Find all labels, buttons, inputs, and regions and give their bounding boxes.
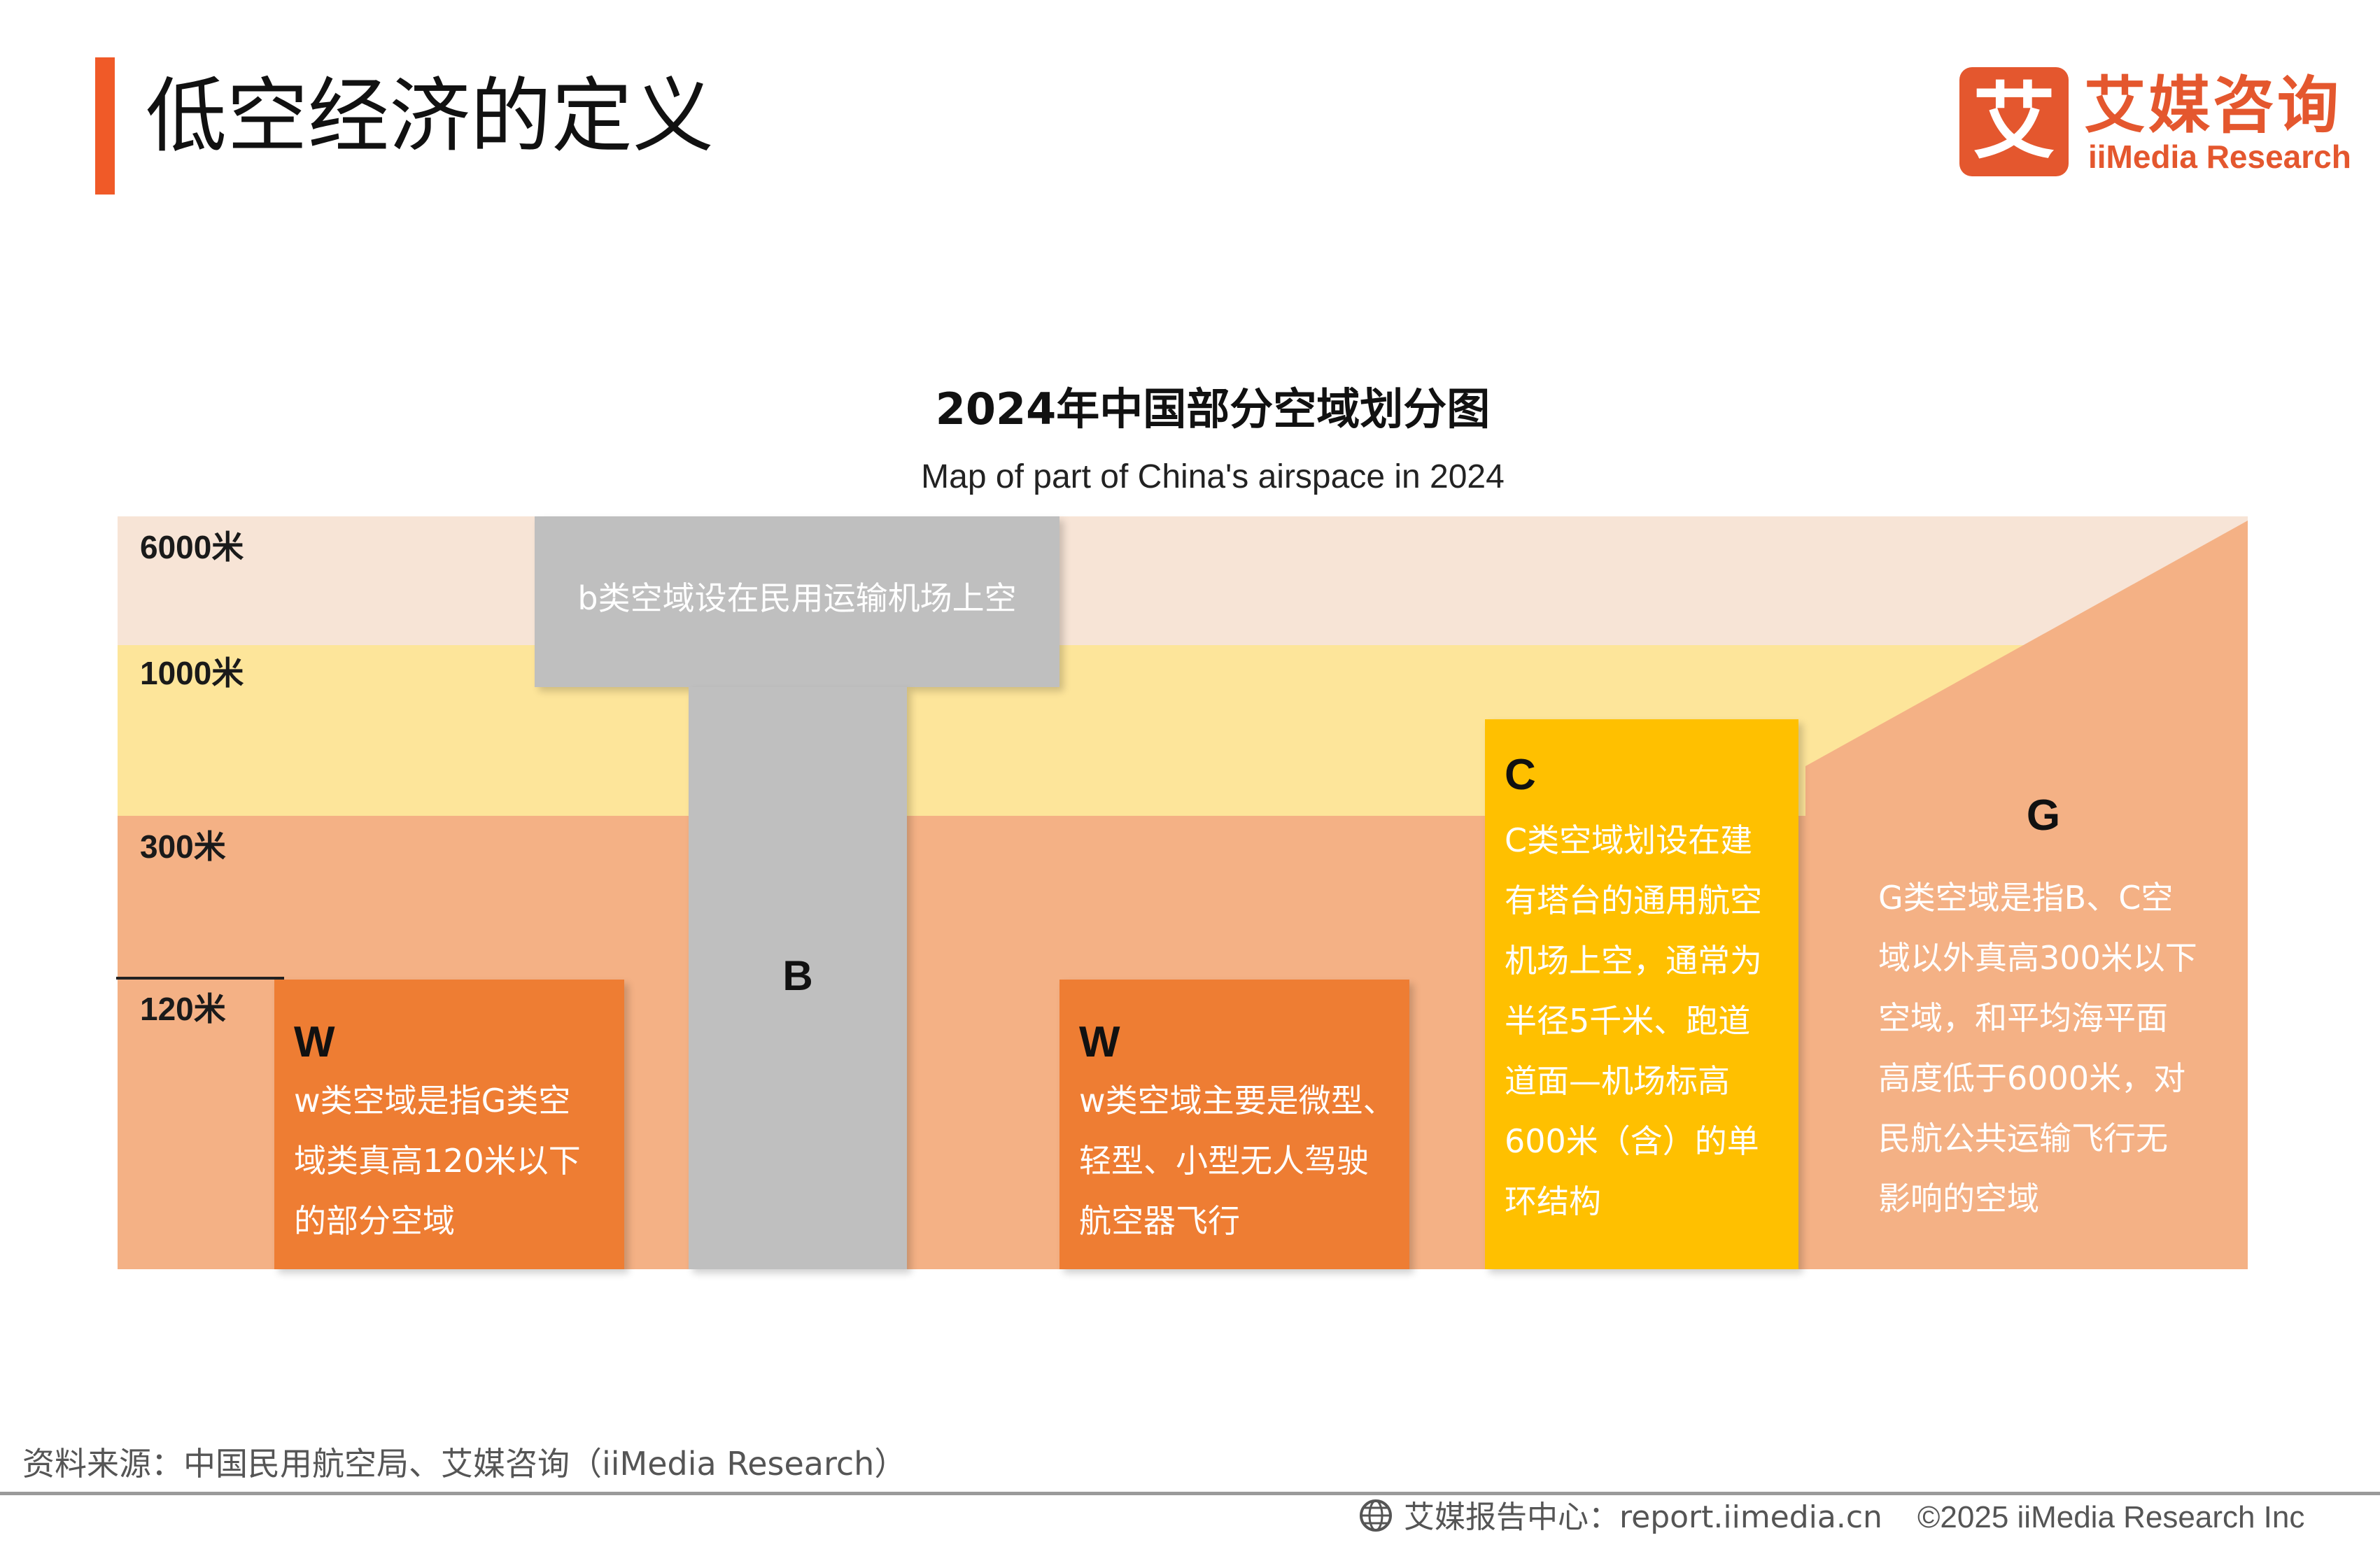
copyright: ©2025 iiMedia Research Inc	[1917, 1500, 2305, 1534]
text-line: 域以外真高300米以下	[1878, 939, 2197, 977]
page-title: 低空经济的定义	[146, 69, 714, 164]
logo-name-cn: 艾媒咨询	[2084, 69, 2342, 141]
text-line: w类空域主要是微型、	[1079, 1082, 1395, 1119]
w-class-box-right: W w类空域主要是微型、 轻型、小型无人驾驶 航空器飞行	[1059, 980, 1409, 1269]
globe-icon	[1360, 1499, 1392, 1532]
text-line: 600米（含）的单	[1505, 1122, 1759, 1160]
text-line: 有塔台的通用航空	[1505, 882, 1762, 919]
logo-icon: 艾	[1959, 67, 2069, 176]
c-class-letter: C	[1505, 751, 1536, 799]
b-class-stem	[689, 687, 907, 1269]
text-line: 道面—机场标高	[1505, 1062, 1730, 1100]
text-line: 的部分空域	[294, 1202, 455, 1240]
text-line: 半径5千米、跑道	[1505, 1002, 1751, 1040]
w-class-description: w类空域是指G类空 域类真高120米以下 的部分空域	[294, 1071, 616, 1251]
text-line: C类空域划设在建	[1505, 821, 1753, 859]
text-line: 机场上空，通常为	[1505, 942, 1762, 980]
text-line: 航空器飞行	[1079, 1202, 1240, 1240]
text-line: 空域，和平均海平面	[1878, 999, 2168, 1037]
altitude-label-6000: 6000米	[140, 529, 244, 565]
report-center-link[interactable]: 艾媒报告中心：report.iimedia.cn	[1404, 1499, 1882, 1535]
altitude-label-300: 300米	[140, 828, 226, 865]
text-line: 环结构	[1505, 1182, 1601, 1220]
text-line: G类空域是指B、C空	[1878, 879, 2174, 917]
altitude-tick-120	[116, 977, 284, 980]
w-class-letter: W	[294, 1018, 335, 1066]
g-class-description: G类空域是指B、C空 域以外真高300米以下 空域，和平均海平面 高度低于600…	[1878, 868, 2214, 1229]
altitude-label-1000: 1000米	[140, 655, 244, 691]
text-line: 民航公共运输飞行无	[1878, 1119, 2168, 1157]
title-accent-bar	[95, 57, 115, 195]
altitude-label-120: 120米	[140, 991, 226, 1027]
b-class-description: b类空域设在民用运输机场上空	[577, 579, 1017, 617]
chart-subtitle: Map of part of China's airspace in 2024	[921, 458, 1505, 495]
c-class-box: C C类空域划设在建 有塔台的通用航空 机场上空，通常为 半径5千米、跑道 道面…	[1485, 719, 1798, 1269]
logo-name-en: iiMedia Research	[2088, 139, 2351, 175]
text-line: 轻型、小型无人驾驶	[1079, 1142, 1369, 1180]
text-line: w类空域是指G类空	[294, 1082, 571, 1119]
b-class-letter: B	[782, 952, 813, 999]
w-class-description: w类空域主要是微型、 轻型、小型无人驾驶 航空器飞行	[1079, 1071, 1408, 1251]
data-source: 资料来源：中国民用航空局、艾媒咨询（iiMedia Research）	[22, 1445, 907, 1483]
g-class-letter: G	[2026, 791, 2061, 840]
band-6000m	[118, 516, 2248, 645]
footer-divider	[0, 1492, 2380, 1495]
w-class-letter: W	[1079, 1018, 1120, 1066]
c-class-description: C类空域划设在建 有塔台的通用航空 机场上空，通常为 半径5千米、跑道 道面—机…	[1505, 810, 1791, 1231]
chart-title: 2024年中国部分空域划分图	[935, 383, 1491, 435]
text-line: 高度低于6000米，对	[1878, 1059, 2186, 1097]
b-class-top-block	[535, 516, 1059, 687]
text-line: 域类真高120米以下	[294, 1142, 581, 1180]
w-class-box-left: W w类空域是指G类空 域类真高120米以下 的部分空域	[274, 980, 624, 1269]
text-line: 影响的空域	[1878, 1180, 2039, 1217]
